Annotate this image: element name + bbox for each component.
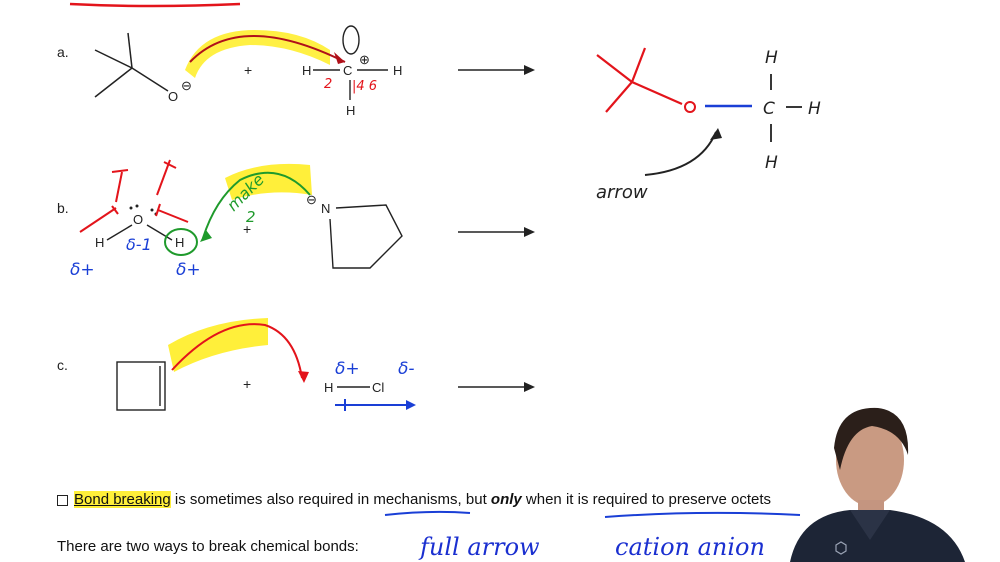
svg-text:H: H (95, 235, 104, 250)
product-methyl-ether: H C H H (596, 47, 821, 173)
handwritten-cation-anion: cation anion (615, 533, 765, 561)
curved-arrow-b (202, 171, 311, 239)
arrow-annotation: arrow (596, 182, 648, 203)
blue-underline-2 (604, 511, 801, 518)
two-annotation: 2 (246, 208, 256, 226)
blue-underline-1 (384, 510, 471, 516)
cyclobutene (116, 361, 166, 411)
svg-text:Cl: Cl (372, 380, 384, 395)
arrow-pointer (644, 131, 717, 176)
methyl-cation: H C ⊕ H H (302, 25, 402, 118)
handwritten-full-arrow: full arrow (420, 533, 540, 561)
green-circle-h (164, 228, 198, 256)
hydrogen-chloride: H Cl (324, 380, 384, 395)
tert-butoxide (94, 32, 169, 98)
svg-text:H: H (765, 153, 778, 173)
curved-arrow-a (189, 35, 346, 63)
plus-b: + (243, 221, 251, 237)
svg-text:H: H (175, 235, 184, 250)
svg-text:C: C (763, 99, 775, 119)
bond-breaking-sentence: Bond breaking is sometimes also required… (57, 491, 771, 508)
highlight-c (168, 318, 268, 372)
pyrrolidide: ⊖ N (306, 192, 403, 269)
svg-text:H: H (346, 103, 355, 118)
svg-text:O: O (133, 212, 143, 227)
delta-plus-c: δ+ (335, 359, 360, 379)
label-c: c. (57, 357, 68, 373)
dipole-arrows (79, 159, 189, 233)
two-ways-sentence: There are two ways to break chemical bon… (57, 538, 359, 555)
presenter-video (790, 407, 965, 562)
delta-plus-left: δ+ (70, 260, 95, 280)
numbers-a1: 2 (324, 77, 332, 92)
svg-text:H: H (765, 48, 778, 68)
atom-O-a: O (168, 89, 178, 104)
minus-charge-a: ⊖ (181, 78, 192, 93)
delta-minus-b: δ-1 (126, 235, 152, 254)
plus-a: + (244, 62, 252, 78)
plus-c: + (243, 376, 251, 392)
svg-text:H: H (302, 63, 311, 78)
checkbox-icon (57, 494, 68, 506)
top-red-stroke (69, 2, 241, 8)
numbers-a2: |4 6 (352, 79, 377, 94)
svg-text:H: H (393, 63, 402, 78)
curved-arrow-c (171, 323, 303, 379)
bond-breaking-term: Bond breaking (74, 491, 171, 508)
label-a: a. (57, 44, 69, 60)
svg-text:⊖: ⊖ (306, 192, 317, 207)
delta-plus-right: δ+ (176, 260, 201, 280)
highlight-b (225, 163, 312, 200)
label-b: b. (57, 200, 69, 216)
water: H O H (95, 204, 184, 250)
svg-text:⊕: ⊕ (359, 52, 370, 67)
svg-text:N: N (321, 201, 330, 216)
svg-text:H: H (324, 380, 333, 395)
svg-text:H: H (808, 99, 821, 119)
delta-minus-c: δ- (398, 359, 415, 379)
svg-text:C: C (343, 63, 352, 78)
